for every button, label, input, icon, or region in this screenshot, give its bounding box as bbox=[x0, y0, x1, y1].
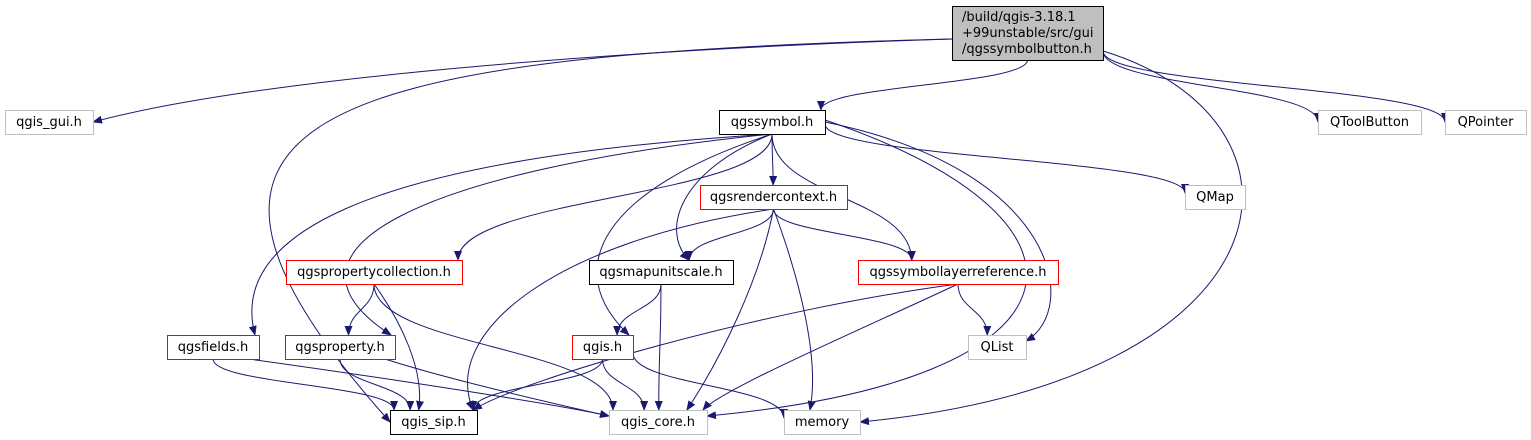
node-box bbox=[572, 335, 634, 360]
node-qgspropertycollection[interactable]: qgspropertycollection.h bbox=[286, 260, 463, 285]
node-label: qgis_core.h bbox=[621, 415, 695, 430]
node-label: qgis_gui.h bbox=[16, 115, 82, 130]
node-label: QMap bbox=[1196, 190, 1234, 205]
node-box bbox=[285, 335, 396, 360]
node-label: +99unstable/src/gui bbox=[962, 26, 1093, 41]
edges-layer bbox=[92, 38, 1449, 426]
node-box bbox=[1185, 185, 1246, 210]
node-label: qgis.h bbox=[583, 340, 622, 355]
node-label: qgsproperty.h bbox=[295, 340, 384, 355]
edge-qgssymbol-to-qgis-h bbox=[596, 133, 773, 336]
edge-qgsmapunitscale-to-qgis-core bbox=[654, 283, 663, 411]
node-box bbox=[719, 110, 826, 135]
node-box bbox=[858, 260, 1059, 285]
node-label: /qgssymbolbutton.h bbox=[962, 42, 1092, 57]
node-qgssymbol[interactable]: qgssymbol.h bbox=[719, 110, 826, 135]
node-qgis-h[interactable]: qgis.h bbox=[572, 335, 634, 360]
node-label: qgspropertycollection.h bbox=[297, 265, 451, 280]
node-root[interactable]: /build/qgis-3.18.1+99unstable/src/gui/qg… bbox=[952, 6, 1104, 61]
node-box bbox=[286, 260, 463, 285]
edge-root-to-qpointer bbox=[1102, 50, 1449, 123]
edge-qgssymbol-to-qlist bbox=[824, 121, 1052, 342]
node-qmap[interactable]: QMap bbox=[1185, 185, 1246, 210]
node-label: qgsrendercontext.h bbox=[710, 190, 837, 205]
node-qgsmapunitscale[interactable]: qgsmapunitscale.h bbox=[589, 260, 734, 285]
edge-qgssymbollayerreference-to-qlist bbox=[957, 283, 992, 336]
node-qgssymbollayerreference[interactable]: qgssymbollayerreference.h bbox=[858, 260, 1059, 285]
node-box bbox=[700, 185, 848, 210]
node-box bbox=[5, 110, 94, 135]
edge-qgsfields-to-qgis-core bbox=[248, 358, 610, 418]
node-box bbox=[784, 410, 861, 435]
edge-qgssymbollayerreference-to-qgis-core bbox=[702, 283, 959, 411]
edge-qgsrendercontext-to-qgis-sip bbox=[465, 208, 774, 411]
node-box bbox=[968, 335, 1027, 360]
node-label: memory bbox=[795, 415, 850, 430]
node-box bbox=[609, 410, 708, 435]
edge-qgssymbol-to-qgspropertycollection bbox=[454, 133, 773, 261]
node-qgis-core[interactable]: qgis_core.h bbox=[609, 410, 708, 435]
node-label: qgsmapunitscale.h bbox=[599, 265, 722, 280]
edge-qgsfields-to-qgis-sip bbox=[212, 358, 398, 411]
edge-qgssymbol-to-qgsproperty bbox=[345, 133, 773, 336]
edge-qgsmapunitscale-to-qgis-h bbox=[613, 283, 662, 336]
node-box bbox=[167, 335, 260, 360]
node-qgis-sip[interactable]: qgis_sip.h bbox=[390, 410, 478, 435]
node-box bbox=[952, 6, 1104, 61]
node-memory[interactable]: memory bbox=[784, 410, 861, 435]
node-label: qgssymbollayerreference.h bbox=[869, 265, 1046, 280]
node-label: qgsfields.h bbox=[178, 340, 248, 355]
edge-qgsrendercontext-to-qgis-core bbox=[686, 208, 774, 411]
edge-qgsrendercontext-to-memory bbox=[773, 208, 816, 411]
edge-qgssymbol-to-qgsfields bbox=[248, 133, 773, 336]
node-label: QPointer bbox=[1458, 115, 1515, 130]
node-label: /build/qgis-3.18.1 bbox=[962, 10, 1076, 25]
edge-qgis-h-to-memory bbox=[632, 352, 788, 419]
node-qgsproperty[interactable]: qgsproperty.h bbox=[285, 335, 396, 360]
node-qlist[interactable]: QList bbox=[968, 335, 1027, 360]
edge-qgssymbol-to-qmap bbox=[824, 123, 1189, 194]
node-label: QList bbox=[981, 340, 1014, 355]
node-qtoolbutton[interactable]: QToolButton bbox=[1318, 110, 1422, 135]
edge-qgsproperty-to-qgis-sip bbox=[339, 358, 415, 411]
edge-root-to-memory bbox=[859, 50, 1243, 426]
node-label: qgis_sip.h bbox=[401, 415, 465, 430]
node-qgsfields[interactable]: qgsfields.h bbox=[167, 335, 260, 360]
edge-root-to-qgssymbol bbox=[817, 59, 1028, 111]
edge-qgsproperty-to-qgis-core bbox=[384, 358, 610, 418]
edge-qgspropertycollection-to-qgsproperty bbox=[344, 283, 375, 336]
node-label: qgssymbol.h bbox=[731, 115, 814, 130]
edge-qgspropertycollection-to-qgis-sip bbox=[373, 283, 424, 411]
edge-qgis-h-to-qgis-sip bbox=[469, 358, 603, 411]
edge-qgsrendercontext-to-qgsmapunitscale bbox=[685, 208, 774, 261]
node-label: QToolButton bbox=[1330, 115, 1409, 130]
edge-root-to-qgis-sip bbox=[268, 38, 953, 423]
edge-qgssymbollayerreference-to-qgis-sip bbox=[472, 283, 959, 411]
node-box bbox=[1318, 110, 1422, 135]
edge-qgspropertycollection-to-qgis-core bbox=[373, 283, 617, 411]
edge-root-to-qgis-gui bbox=[92, 38, 953, 124]
edge-root-to-qtoolbutton bbox=[1102, 50, 1322, 123]
node-qpointer[interactable]: QPointer bbox=[1445, 110, 1527, 135]
edge-qgssymbol-to-qgsmapunitscale bbox=[676, 133, 773, 261]
node-qgis-gui[interactable]: qgis_gui.h bbox=[5, 110, 94, 135]
edge-qgis-h-to-qgis-core bbox=[602, 358, 649, 411]
node-qgsrendercontext[interactable]: qgsrendercontext.h bbox=[700, 185, 848, 210]
edge-qgsrendercontext-to-qgssymbollayerreference bbox=[773, 208, 916, 261]
nodes-layer: /build/qgis-3.18.1+99unstable/src/gui/qg… bbox=[5, 6, 1527, 435]
node-box bbox=[390, 410, 478, 435]
node-box bbox=[589, 260, 734, 285]
node-box bbox=[1445, 110, 1527, 135]
edge-qgssymbol-to-qgis-core bbox=[706, 119, 1027, 420]
